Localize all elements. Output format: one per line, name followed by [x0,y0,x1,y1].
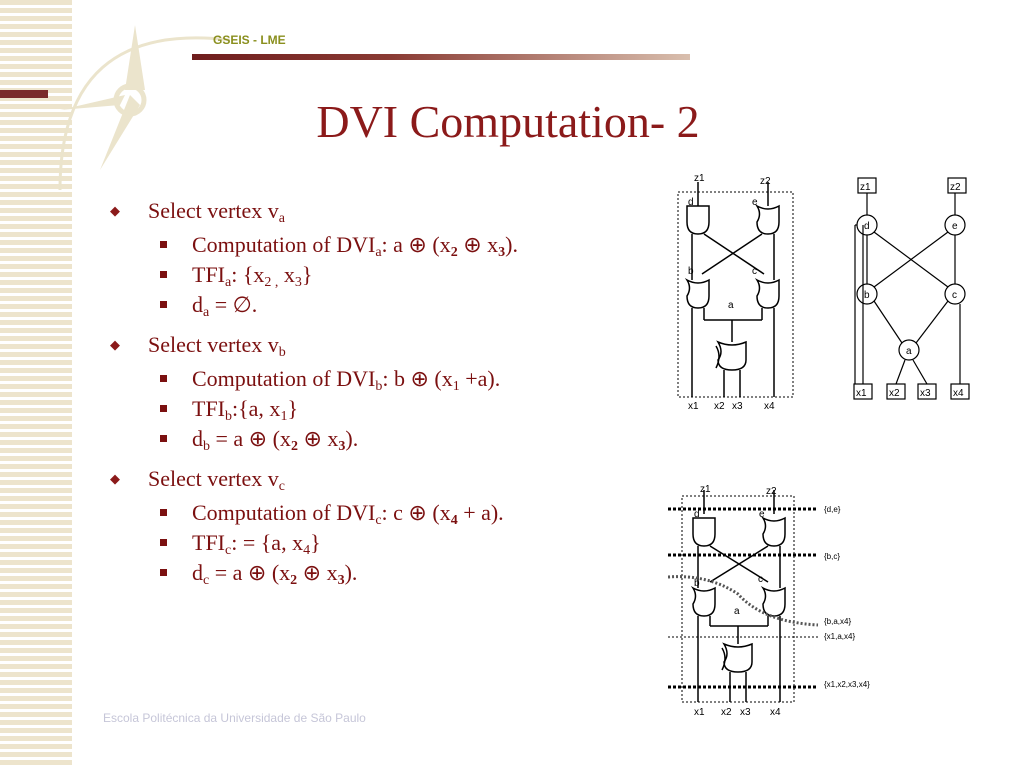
label: x2 [889,388,900,399]
dependency-graph: z1 z2 d e b c a x1 x2 x3 x4 [853,177,970,400]
sub-bullet: Computation of DVIc: c ⊕ (x4 + a). [110,498,670,528]
label: c [952,290,957,301]
label: d [688,197,694,208]
label: z2 [760,176,771,187]
sub-bullet: TFIb:{a, x1} [110,394,670,424]
label: x2 [721,707,732,718]
label: b [864,290,870,301]
label: e [752,197,758,208]
label: c [758,574,763,585]
label: z1 [700,484,711,495]
diamond-bullet-icon: ◆ [110,203,120,218]
sub-bullet: da = ∅. [110,290,670,320]
sub-bullet: Computation of DVIa: a ⊕ (x2 ⊕ x3). [110,230,670,260]
label: z1 [860,182,871,193]
cut-label: {b,c} [824,552,840,561]
cut-label: {x1,x2,x3,x4} [824,680,870,689]
circuit-diagram-1: z1 z2 d e b c a x1 x2 x3 x4 [677,173,794,412]
slide-title: DVI Computation- 2 [316,96,700,147]
diamond-bullet-icon: ◆ [110,471,120,486]
square-bullet-icon [160,271,167,278]
bullet-list: ◆Select vertex va Computation of DVIa: a… [110,196,670,598]
compass-logo [58,25,230,191]
header-divider [192,54,690,60]
footer-text: Escola Politécnica da Universidade de Sã… [103,711,366,725]
label: x1 [688,401,699,412]
sub-bullet: dc = a ⊕ (x2 ⊕ x3). [110,558,670,588]
label: x1 [856,388,867,399]
label: x4 [770,707,781,718]
diamond-bullet-icon: ◆ [110,337,120,352]
square-bullet-icon [160,405,167,412]
label: x3 [920,388,931,399]
label: a [906,346,912,357]
square-bullet-icon [160,241,167,248]
label: b [694,578,700,589]
label: x3 [740,707,751,718]
square-bullet-icon [160,509,167,516]
cut-label: {b,a,x4} [824,617,851,626]
bullet-select-vertex: ◆Select vertex vb [110,332,286,360]
square-bullet-icon [160,301,167,308]
label: a [734,606,740,617]
bullet-select-vertex: ◆Select vertex vc [110,466,285,494]
cut-label: {x1,a,x4} [824,632,855,641]
cut-label: {d,e} [824,505,841,514]
label: e [952,221,958,232]
label: x2 [714,401,725,412]
label: c [752,266,757,277]
label: x3 [732,401,743,412]
header-label: GSEIS - LME [213,33,286,47]
label: e [759,509,765,520]
label: d [694,509,700,520]
accent-bar [0,90,48,98]
square-bullet-icon [160,539,167,546]
sub-bullet: Computation of DVIb: b ⊕ (x1 +a). [110,364,670,394]
label: x4 [764,401,775,412]
label: z1 [694,173,705,184]
label: x1 [694,707,705,718]
label: a [728,300,734,311]
label: b [688,266,694,277]
square-bullet-icon [160,435,167,442]
circuit-diagram-2: z1 z2 d e b c a x1 x2 x3 x4 {d,e} {b,c} … [668,484,870,718]
square-bullet-icon [160,569,167,576]
decorative-stripes [0,0,72,767]
sub-bullet: TFIa: {x2 , x3} [110,260,670,290]
label: z2 [766,486,777,497]
bullet-select-vertex: ◆Select vertex va [110,198,285,226]
sub-bullet: db = a ⊕ (x2 ⊕ x3). [110,424,670,454]
label: z2 [950,182,961,193]
square-bullet-icon [160,375,167,382]
label: x4 [953,388,964,399]
sub-bullet: TFIc: = {a, x4} [110,528,670,558]
label: d [864,221,870,232]
